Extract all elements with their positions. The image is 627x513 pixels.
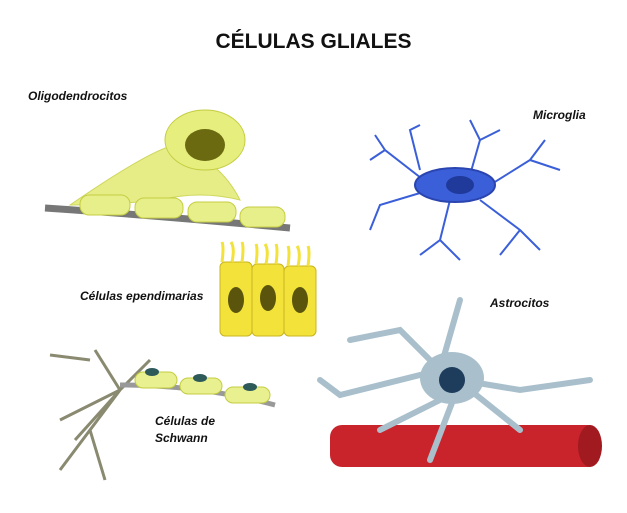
label-ependimarias: Células ependimarias <box>80 289 204 303</box>
label-astrocitos: Astrocitos <box>490 296 550 310</box>
astrocyte-illustration <box>317 297 602 467</box>
label-oligodendrocitos: Oligodendrocitos <box>28 89 128 103</box>
oligodendrocyte-illustration <box>44 109 291 232</box>
label-microglia: Microglia <box>533 108 586 122</box>
ependymal-cells-illustration <box>219 241 317 337</box>
microglia-illustration <box>369 119 561 261</box>
label-schwann-line1: Células de <box>155 414 216 428</box>
label-schwann-line2: Schwann <box>155 431 208 445</box>
diagram-title: CÉLULAS GLIALES <box>215 30 412 53</box>
schwann-cell-illustration <box>49 349 276 481</box>
